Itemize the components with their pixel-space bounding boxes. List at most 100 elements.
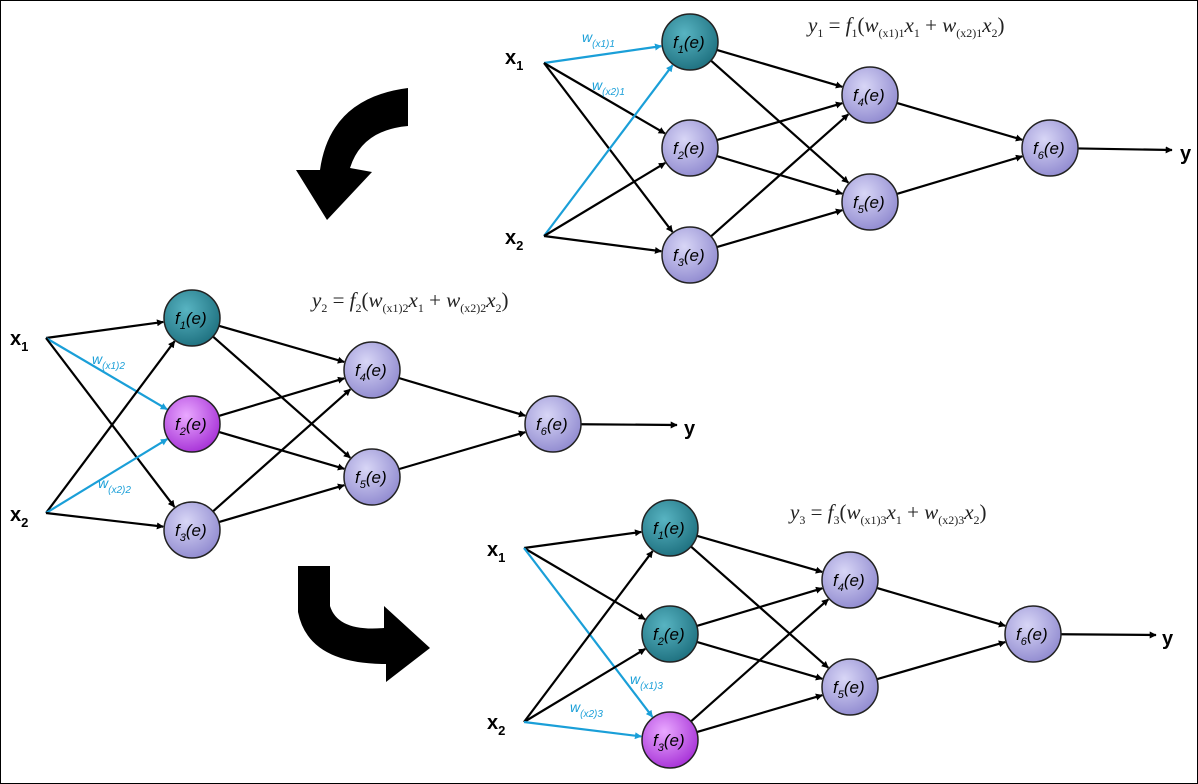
neuron-f5: f5(e) bbox=[343, 448, 401, 506]
neuron-label: f2(e) bbox=[673, 139, 705, 162]
edge-x0-f1 bbox=[45, 319, 164, 340]
input-label-x2: x2 bbox=[487, 712, 505, 738]
edge-x0-f2 bbox=[523, 547, 646, 621]
edge-x1-f2 bbox=[523, 648, 646, 723]
network-1: f1(e) f2(e) f3(e) f4(e) f5(e) f6(e) x1 x2 y w(x1)… bbox=[505, 13, 1192, 284]
neuron-label: f1(e) bbox=[673, 33, 705, 56]
neuron-f4: f4(e) bbox=[821, 551, 879, 609]
edge-x0-f3 bbox=[45, 337, 176, 508]
neuron-f3: f3(e) bbox=[163, 501, 221, 559]
input-label-x2: x2 bbox=[505, 227, 523, 253]
neuron-label: f2(e) bbox=[653, 625, 685, 648]
edge-f6-output bbox=[580, 421, 678, 429]
output-formula-3: y3 = f3(w(x1)3x1 + w(x2)3x2) bbox=[788, 500, 987, 527]
edge-f3-f4 bbox=[710, 113, 850, 238]
weight-label-1: w(x1)1 bbox=[582, 29, 615, 50]
edges bbox=[45, 319, 678, 530]
output-label-y: y bbox=[1180, 143, 1192, 165]
neuron-label: f6(e) bbox=[1033, 139, 1065, 162]
neuron-f6: f6(e) bbox=[1004, 605, 1062, 663]
neuron-label: f3(e) bbox=[673, 246, 705, 269]
edge-f2-f4 bbox=[218, 376, 345, 418]
neuron-f2: f2(e) bbox=[641, 605, 699, 663]
neuron-f3: f3(e) bbox=[661, 226, 719, 284]
output-formula-1: y1 = f1(w(x1)1x1 + w(x2)1x2) bbox=[806, 13, 1005, 40]
neuron-f3: f3(e) bbox=[641, 711, 699, 769]
input-label-x1: x1 bbox=[487, 539, 505, 565]
edge-f4-f6 bbox=[398, 376, 526, 418]
neuron-f4: f4(e) bbox=[841, 66, 899, 124]
neuron-f1: f1(e) bbox=[641, 499, 699, 557]
edge-x1-f3 bbox=[45, 511, 164, 530]
network-3: f1(e) f2(e) f3(e) f4(e) f5(e) f6(e) x1 x2 y w(x1)… bbox=[487, 499, 1174, 769]
edge-f3-f4 bbox=[212, 388, 352, 513]
edge-f1-f4 bbox=[696, 534, 823, 574]
weight-label-2: w(x2)1 bbox=[592, 77, 625, 98]
neuron-f6: f6(e) bbox=[1021, 119, 1079, 177]
neuron-label: f1(e) bbox=[653, 519, 685, 542]
edge-f4-f6 bbox=[876, 586, 1006, 628]
edge-f5-f6 bbox=[398, 430, 526, 471]
edge-f4-f6 bbox=[896, 101, 1023, 142]
weight-label-2: w(x2)3 bbox=[570, 699, 603, 720]
input-label-x1: x1 bbox=[10, 328, 28, 354]
edge-x0-f3 bbox=[543, 62, 674, 233]
edge-f2-f4 bbox=[696, 586, 823, 628]
neuron-label: f1(e) bbox=[175, 309, 207, 332]
weight-label-2: w(x2)2 bbox=[98, 475, 131, 496]
edge-x1-f1 bbox=[543, 64, 674, 237]
neuron-f1: f1(e) bbox=[163, 289, 221, 347]
edge-x0-f1 bbox=[523, 529, 642, 550]
edge-x1-f1 bbox=[45, 340, 176, 514]
edge-f5-f6 bbox=[896, 154, 1023, 196]
edge-f3-f5 bbox=[716, 208, 843, 249]
edge-x1-f2 bbox=[543, 162, 666, 237]
edge-f6-output bbox=[1060, 631, 1157, 639]
weight-label-1: w(x1)2 bbox=[92, 351, 125, 372]
neuron-f2: f2(e) bbox=[163, 395, 221, 453]
neuron-label: f2(e) bbox=[175, 415, 207, 438]
edge-x1-f3 bbox=[543, 234, 662, 254]
neuron-label: f6(e) bbox=[536, 415, 568, 438]
edge-x0-f1 bbox=[543, 43, 662, 65]
input-label-x1: x1 bbox=[505, 47, 523, 73]
output-label-y: y bbox=[684, 418, 696, 440]
edge-f6-output bbox=[1077, 146, 1173, 154]
edge-f3-f4 bbox=[690, 598, 830, 723]
turn-arrow-bottom bbox=[298, 566, 430, 682]
neuron-f6: f6(e) bbox=[524, 395, 582, 453]
neuron-label: f4(e) bbox=[355, 361, 387, 384]
neuron-label: f6(e) bbox=[1016, 625, 1048, 648]
edge-f5-f6 bbox=[876, 640, 1006, 681]
neuron-f4: f4(e) bbox=[343, 341, 401, 399]
neuron-label: f3(e) bbox=[175, 521, 207, 544]
edge-f2-f4 bbox=[716, 101, 843, 142]
neuron-label: f5(e) bbox=[853, 193, 885, 216]
edge-x0-f2 bbox=[45, 337, 168, 411]
edge-f3-f5 bbox=[218, 483, 345, 524]
edge-f1-f4 bbox=[218, 324, 345, 364]
neuron-label: f4(e) bbox=[833, 571, 865, 594]
edge-x0-f3 bbox=[523, 547, 654, 718]
neuron-label: f5(e) bbox=[355, 468, 387, 491]
edges bbox=[523, 529, 1157, 740]
neuron-label: f5(e) bbox=[833, 678, 865, 701]
network-2: f1(e) f2(e) f3(e) f4(e) f5(e) f6(e) x1 x2 y w(x1)… bbox=[10, 288, 696, 559]
output-formula-2: y2 = f2(w(x1)2x1 + w(x2)2x2) bbox=[310, 288, 509, 315]
neuron-label: f4(e) bbox=[853, 86, 885, 109]
edge-x1-f3 bbox=[523, 720, 642, 740]
neuron-f2: f2(e) bbox=[661, 119, 719, 177]
input-label-x2: x2 bbox=[10, 504, 28, 530]
edge-f1-f4 bbox=[716, 48, 843, 89]
edge-x0-f2 bbox=[543, 62, 666, 135]
edge-x1-f2 bbox=[45, 438, 168, 514]
output-label-y: y bbox=[1162, 628, 1174, 650]
neuron-label: f3(e) bbox=[653, 731, 685, 754]
edge-f3-f5 bbox=[696, 693, 823, 734]
neuron-f5: f5(e) bbox=[821, 658, 879, 716]
edges bbox=[543, 43, 1173, 254]
weight-label-1: w(x1)3 bbox=[630, 671, 663, 692]
edge-x1-f1 bbox=[523, 550, 654, 723]
